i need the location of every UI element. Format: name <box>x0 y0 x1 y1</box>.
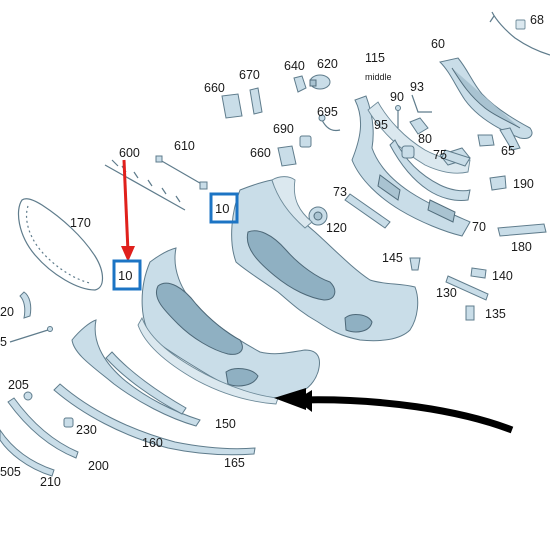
part-205 <box>23 391 33 401</box>
label-620: 620 <box>317 57 338 71</box>
part-73-strip <box>344 193 391 229</box>
part-68 <box>489 11 550 56</box>
label-5: 5 <box>0 335 7 349</box>
label-660-mid: 660 <box>250 146 271 160</box>
label-70: 70 <box>472 220 486 234</box>
part-75 <box>441 149 471 167</box>
label-145: 145 <box>382 251 403 265</box>
part-90-clip <box>395 105 401 128</box>
label-75: 75 <box>433 148 447 162</box>
part-695 <box>318 114 341 132</box>
part-10-bumper-lower <box>137 247 320 405</box>
label-230: 230 <box>76 423 97 437</box>
label-95: 95 <box>374 118 388 132</box>
label-695: 695 <box>317 105 338 119</box>
label-80: 80 <box>418 132 432 146</box>
part-10-bumper-upper <box>231 176 419 342</box>
part-135 <box>465 305 475 321</box>
label-180: 180 <box>511 240 532 254</box>
label-130: 130 <box>436 286 457 300</box>
highlight-box-10-lower <box>112 259 142 291</box>
label-93: 93 <box>410 80 424 94</box>
label-115: 115 <box>365 51 385 65</box>
label-73: 73 <box>333 185 347 199</box>
part-505-strip <box>0 429 55 477</box>
red-arrow <box>121 159 135 262</box>
label-210: 210 <box>40 475 61 489</box>
part-65 <box>477 134 495 147</box>
part-145-clip <box>409 257 421 271</box>
label-60: 60 <box>431 37 445 51</box>
label-190: 190 <box>513 177 534 191</box>
label-140: 140 <box>492 269 513 283</box>
label-135: 135 <box>485 307 506 321</box>
part-660b <box>277 145 297 167</box>
part-670 <box>249 87 263 115</box>
label-690: 690 <box>273 122 294 136</box>
label-205: 205 <box>8 378 29 392</box>
label-20: 20 <box>0 305 14 319</box>
part-620-sensor <box>309 74 331 90</box>
part-5-rod <box>9 326 53 343</box>
label-68: 68 <box>530 13 544 27</box>
part-230 <box>63 417 74 428</box>
part-20 <box>19 291 32 319</box>
part-165-strip <box>53 383 256 456</box>
part-190 <box>489 175 507 191</box>
label-660-top: 660 <box>204 81 225 95</box>
part-70-support-frame <box>351 95 471 237</box>
part-610-wiring <box>155 155 208 190</box>
part-120-cover <box>308 206 328 226</box>
label-170: 170 <box>70 216 91 230</box>
black-arrow <box>274 388 514 434</box>
part-160-strip <box>105 351 187 415</box>
label-160: 160 <box>142 436 163 450</box>
label-120: 120 <box>326 221 347 235</box>
part-180-strip <box>497 223 547 237</box>
highlight-box-10-upper <box>209 192 239 224</box>
label-90: 90 <box>390 90 404 104</box>
part-640-sensor <box>293 75 307 93</box>
label-640: 640 <box>284 59 305 73</box>
label-670: 670 <box>239 68 260 82</box>
label-505: 505 <box>0 465 21 479</box>
part-170-grille <box>17 198 104 291</box>
label-600: 600 <box>119 146 140 160</box>
part-60-bracket <box>439 57 533 151</box>
part-130-strip <box>445 275 489 301</box>
part-93-clip <box>411 94 432 113</box>
label-10-lower: 10 <box>118 268 132 283</box>
label-middle: middle <box>365 72 392 82</box>
label-10-upper: 10 <box>215 201 229 216</box>
label-65: 65 <box>501 144 515 158</box>
part-80 <box>401 145 415 159</box>
label-150: 150 <box>215 417 236 431</box>
part-660a <box>221 93 243 119</box>
label-610: 610 <box>174 139 195 153</box>
label-165: 165 <box>224 456 245 470</box>
part-140 <box>470 267 487 279</box>
part-200-strip <box>7 397 79 459</box>
part-150-lip <box>71 319 201 427</box>
part-690 <box>299 135 312 148</box>
label-200: 200 <box>88 459 109 473</box>
